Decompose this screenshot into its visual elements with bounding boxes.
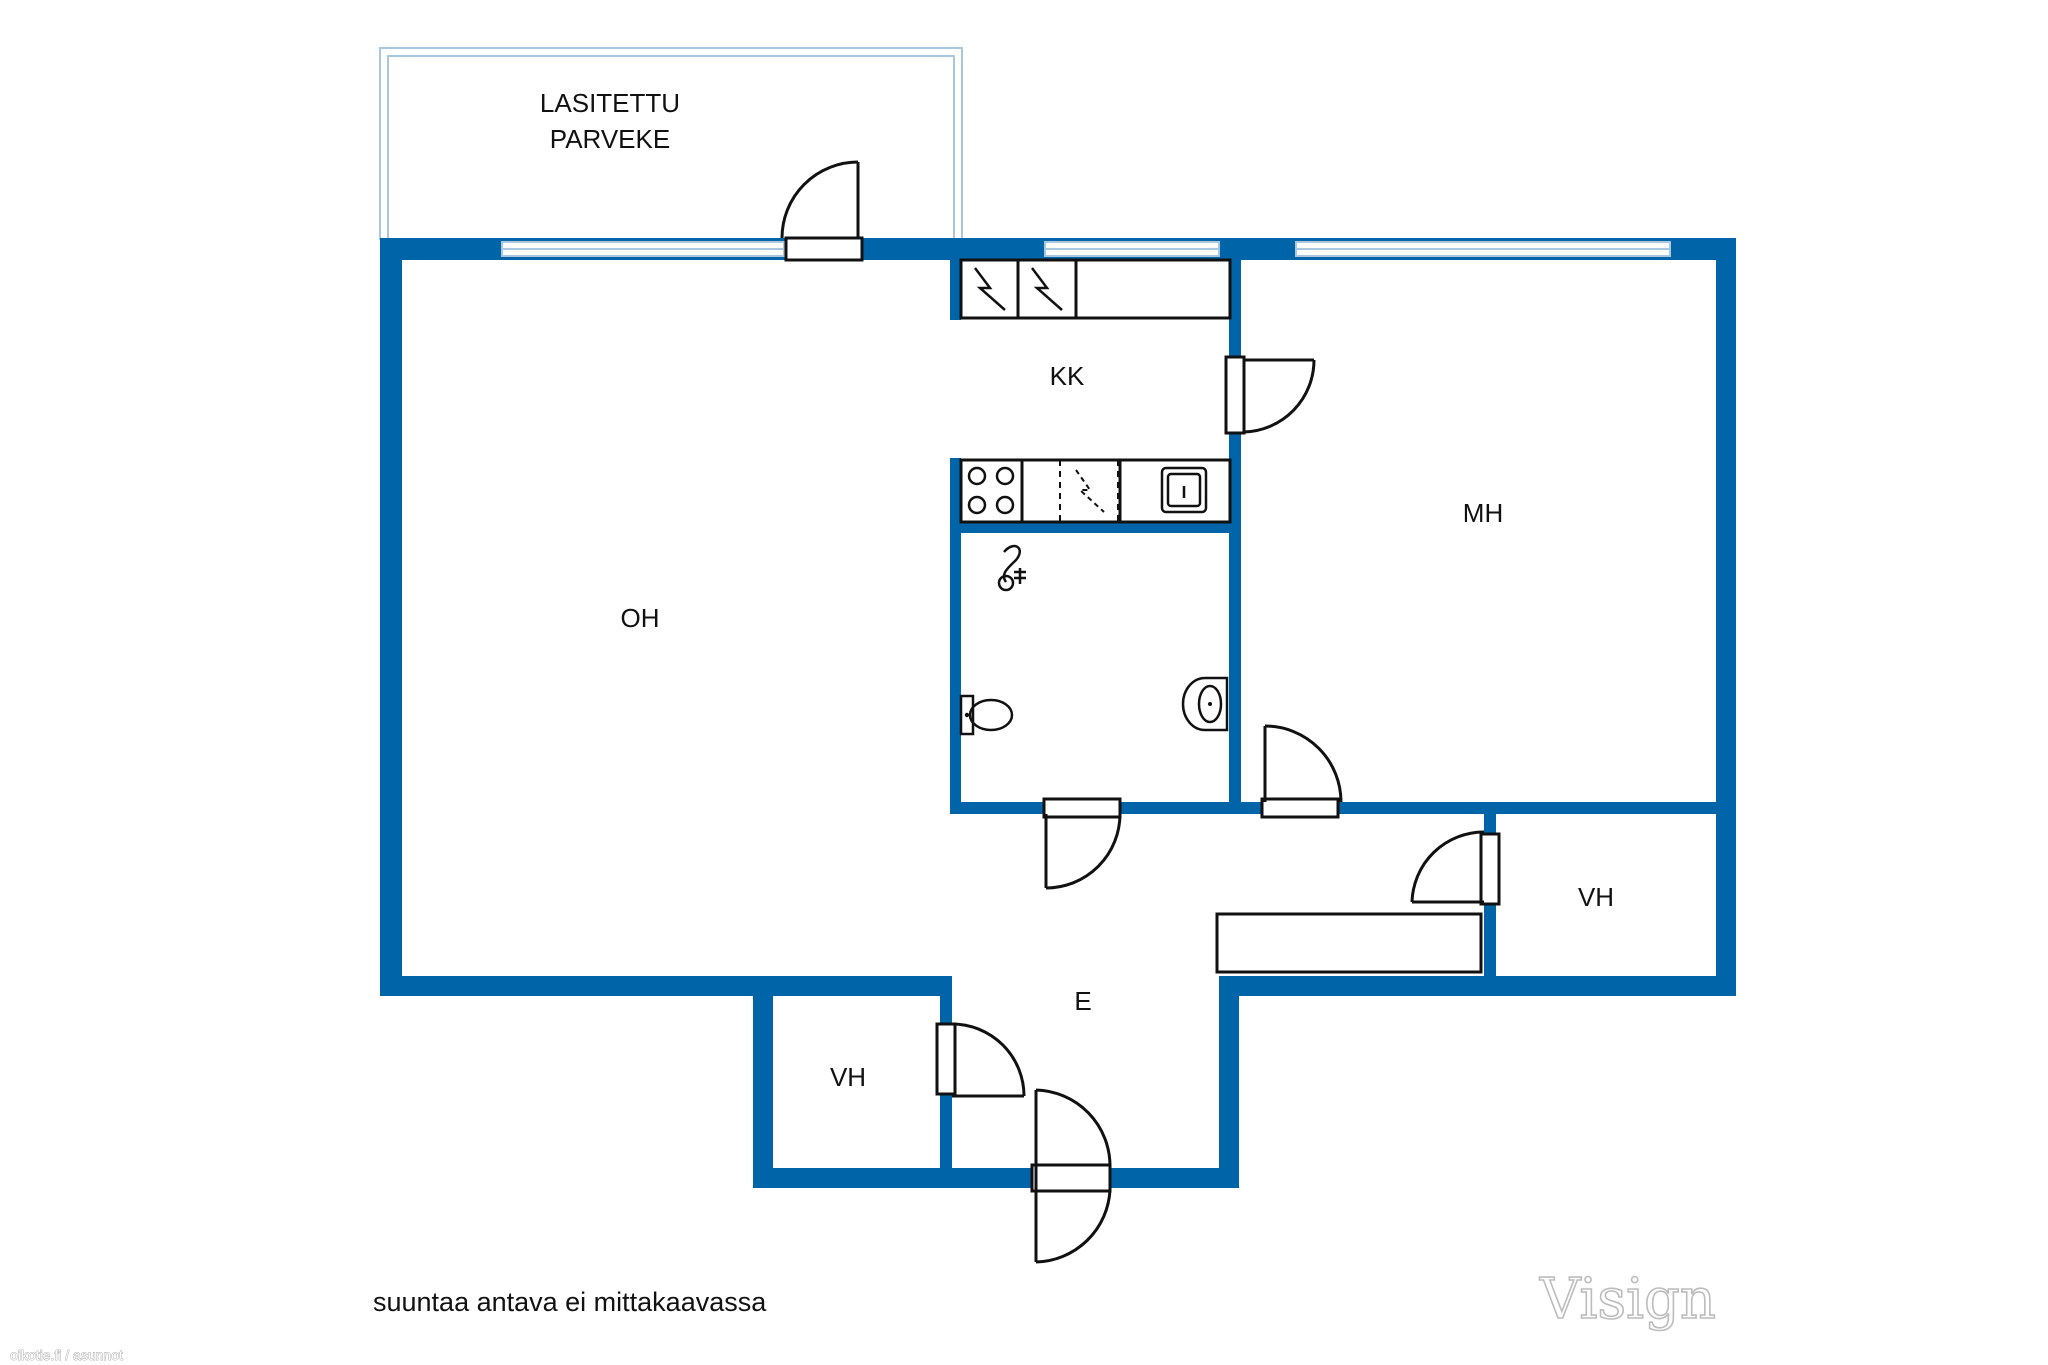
- door-wardrobe-right: [1410, 830, 1501, 906]
- label-hallway: E: [1074, 986, 1091, 1016]
- dishwasher-icon: [1075, 469, 1105, 513]
- label-balcony-line1: LASITETTU: [540, 88, 680, 118]
- door-bedroom-kitchen: [1224, 355, 1316, 435]
- door-wardrobe-left: [935, 1022, 1026, 1098]
- doors: [780, 160, 1501, 1264]
- fridge-icon: [974, 267, 1006, 311]
- shower-icon: [997, 544, 1026, 592]
- balcony-outline: [379, 47, 963, 240]
- hallway-cabinet: [1215, 912, 1483, 974]
- kitchen-fixtures: [959, 258, 1232, 524]
- sink-icon: [1160, 466, 1208, 514]
- brand-logo: Visign: [1539, 1267, 1716, 1332]
- washbasin-icon: [1181, 676, 1229, 732]
- door-entrance: [1030, 1088, 1112, 1264]
- stove-icon: [967, 466, 1015, 515]
- label-wardrobe-left: VH: [830, 1062, 866, 1092]
- label-living-room: OH: [621, 603, 660, 633]
- bathroom-fixtures: [959, 544, 1229, 736]
- door-bathroom: [1042, 797, 1122, 890]
- toilet-icon: [959, 694, 1014, 736]
- label-bedroom: MH: [1463, 498, 1503, 528]
- source-credit: oikotie.fi / asunnot: [10, 1347, 123, 1363]
- door-balcony: [780, 160, 864, 262]
- door-bedroom-hallway: [1260, 724, 1343, 819]
- scale-disclaimer: suuntaa antava ei mittakaavassa: [373, 1287, 767, 1317]
- freezer-icon: [1031, 267, 1063, 311]
- label-kitchen: KK: [1050, 361, 1085, 391]
- windows: [501, 241, 1671, 257]
- label-wardrobe-right: VH: [1578, 882, 1614, 912]
- label-balcony-line2: PARVEKE: [550, 124, 670, 154]
